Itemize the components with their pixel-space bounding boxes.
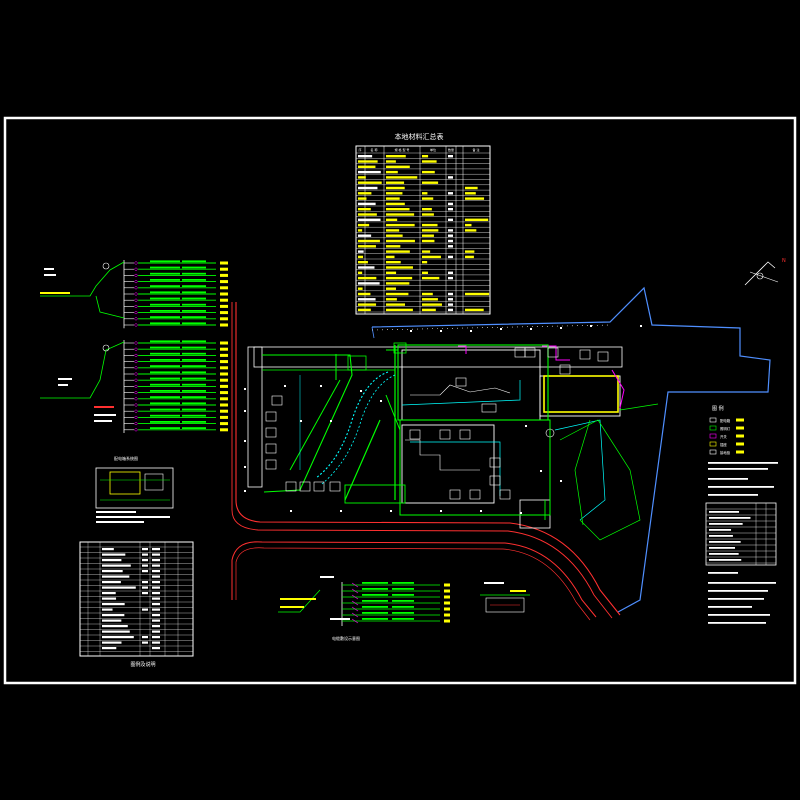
bottom-cable-diagram <box>278 576 450 626</box>
left-schematic: 配电箱系统图 <box>95 455 174 523</box>
legend-item-label: 插座 <box>720 442 727 447</box>
legend-item-label: 接地极 <box>720 450 731 455</box>
legend-item-label: 照明灯 <box>720 426 731 431</box>
panel-mid-label: 配电箱系统图 <box>114 455 138 461</box>
bottom-right-small-diagram <box>480 582 530 613</box>
compass-label: N <box>782 258 786 264</box>
left-bottom-table: 图例及说明 <box>79 541 194 668</box>
table-header-cell: 序 <box>358 147 361 152</box>
legend-symbol-icon <box>709 441 717 447</box>
bottom-center-label: 电缆敷设示意图 <box>332 635 360 641</box>
left-table-title: 图例及说明 <box>130 661 155 668</box>
table-header-cell: 备 注 <box>473 147 480 152</box>
legend-symbol-icon <box>709 449 717 455</box>
left-system-diagram-2 <box>40 340 228 433</box>
drawing-frame <box>3 116 797 685</box>
legend-item-label: 开关 <box>720 434 727 439</box>
left-system-diagram-1 <box>40 260 228 329</box>
legend-title: 图 例 <box>712 405 724 412</box>
legend-symbol-icon <box>709 417 717 423</box>
legend-symbol-icon <box>709 425 717 431</box>
table-header-cell: 数量 <box>448 147 454 152</box>
table-header-cell: 单位 <box>430 147 436 152</box>
table-header-cell: 名 称 <box>371 147 378 152</box>
top-table-title: 本地材料汇总表 <box>395 132 444 141</box>
legend-item-label: 配电箱 <box>720 418 731 423</box>
site-plan <box>231 286 771 621</box>
table-header-cell: 规 格 型 号 <box>395 147 410 152</box>
top-material-table: 本地材料汇总表 序 名 称 规 格 型 号 单位 数量 备 注 <box>355 132 491 315</box>
legend-symbol-icon <box>709 433 717 439</box>
north-compass: N <box>744 258 786 286</box>
